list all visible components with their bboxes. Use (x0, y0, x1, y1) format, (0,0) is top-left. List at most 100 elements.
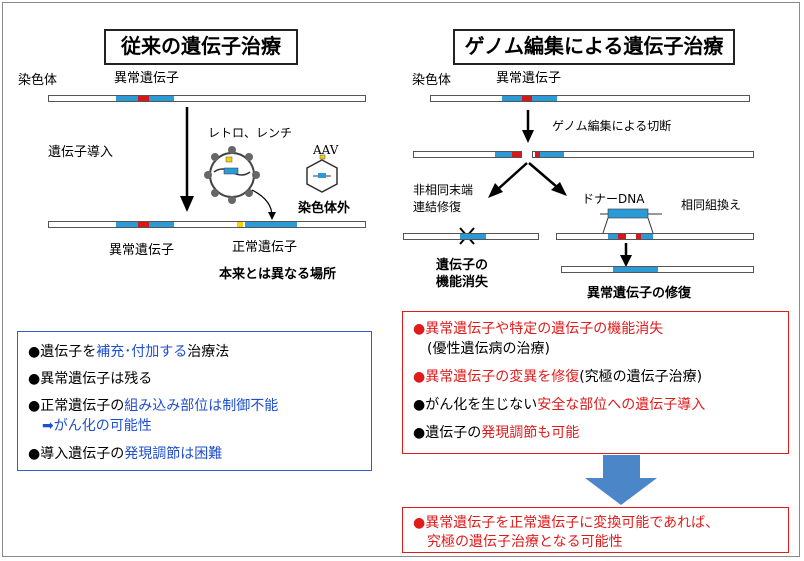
gene-segment (149, 222, 174, 227)
repaired-gene-segment (613, 267, 658, 272)
gene-segment (116, 96, 138, 101)
highlight-text: 究極の遺伝子治療となる可能性 (427, 534, 623, 550)
highlight-text: 補充･付加する (96, 344, 188, 360)
nhej-label-line2: 連結修復 (413, 200, 462, 214)
right-chromosome-cut-right (532, 151, 754, 158)
highlight-text: 修復 (551, 369, 580, 385)
mutation-segment (138, 96, 149, 101)
highlight-text: 発現調節も可能 (481, 425, 580, 441)
bullet: ● (413, 369, 426, 385)
gene-segment (608, 234, 618, 239)
right-summary-item: ●がん化を生じない安全な部位への遺伝子導入 (413, 394, 705, 414)
right-chromosome-cut-left (413, 151, 522, 158)
right-abnormal-gene-top-label: 異常遺伝子 (496, 71, 562, 86)
right-summary-item: ●異常遺伝子や特定の遺伝子の機能消失 (413, 318, 663, 338)
loss-of-function-line2: 機能消失 (436, 275, 489, 290)
different-site-label: 本来とは異なる場所 (219, 267, 337, 282)
highlight-text: 安全な部位への遺伝子導入 (537, 397, 706, 413)
right-chromosome-top (430, 95, 750, 102)
mutation-segment (618, 234, 626, 239)
gene-segment (502, 96, 522, 101)
text: (究極の遺伝子治療) (579, 369, 703, 385)
right-summary-box: ●異常遺伝子や特定の遺伝子の機能消失 (優性遺伝病の治療) ●異常遺伝子の変異を… (402, 311, 789, 454)
text: がん化を生じない (425, 397, 538, 413)
gene-segment (116, 222, 138, 227)
left-abnormal-gene-bottom-label: 異常遺伝子 (109, 243, 175, 258)
bullet: ● (28, 344, 41, 360)
bullet: ● (413, 397, 426, 413)
conclusion-line2: 究極の遺伝子治療となる可能性 (427, 531, 623, 551)
bullet: ● (28, 371, 41, 387)
text: 遺伝子を (40, 344, 97, 360)
bullet: ● (413, 321, 426, 337)
donor-dna-label: ドナーDNA (582, 192, 645, 206)
mutation-segment (535, 152, 540, 157)
text: 遺伝子の (425, 425, 482, 441)
right-summary-item: ●遺伝子の発現調節も可能 (413, 422, 579, 442)
retrovirus-icon (204, 146, 260, 204)
highlight-text: ➡がん化の可能性 (42, 418, 152, 434)
retro-lenti-label: レトロ、レンチ (208, 126, 293, 140)
aav-icon (306, 154, 338, 193)
left-title: 従来の遺伝子治療 (104, 29, 298, 65)
mutation-segment (138, 222, 149, 227)
right-summary-item: (優性遺伝病の治療) (427, 338, 550, 358)
bullet: ● (28, 446, 41, 462)
highlight-text: 異常遺伝子の変異を (425, 369, 552, 385)
loss-of-function-line1: 遺伝子の (436, 258, 489, 273)
left-chromosome-label: 染色体 (18, 73, 58, 88)
nhej-chromosome (403, 233, 539, 240)
homologous-recombination-label: 相同組換え (681, 198, 742, 212)
left-summary-item: ➡がん化の可能性 (42, 415, 152, 435)
left-chromosome-bottom (48, 221, 366, 228)
conclusion-box: ●異常遺伝子を正常遺伝子に変換可能であれば、 究極の遺伝子治療となる可能性 (402, 507, 789, 553)
left-summary-item: ●正常遺伝子の組み込み部位は制御不能 (28, 395, 278, 415)
text: 治療法 (187, 344, 230, 360)
outside-chromosome-label: 染色体外 (298, 201, 351, 216)
nhej-label-line1: 非相同末端 (413, 183, 474, 197)
normal-gene-segment (245, 222, 297, 227)
normal-gene-label: 正常遺伝子 (232, 240, 298, 255)
gene-segment (641, 234, 653, 239)
mutation-segment (636, 234, 641, 239)
text: 導入遺伝子の (40, 446, 125, 462)
gene-segment (149, 96, 174, 101)
right-title: ゲノム編集による遺伝子治療 (453, 29, 735, 65)
text: 異常遺伝子は残る (40, 371, 153, 387)
bullet: ● (413, 425, 426, 441)
gene-transfer-label: 遺伝子導入 (48, 145, 114, 160)
gene-segment (460, 234, 486, 239)
highlight-text: 異常遺伝子や特定の遺伝子の機能消失 (425, 321, 664, 337)
hr-chromosome (556, 233, 754, 240)
conclusion-line1: ●異常遺伝子を正常遺伝子に変換可能であれば、 (413, 512, 719, 532)
left-summary-item: ●導入遺伝子の発現調節は困難 (28, 443, 222, 463)
right-summary-item: ●異常遺伝子の変異を修復(究極の遺伝子治療) (413, 366, 702, 386)
highlight-text: 組み込み部位は制御不能 (124, 398, 279, 414)
repair-label: 異常遺伝子の修復 (587, 286, 692, 301)
highlight-text: 発現調節は困難 (124, 446, 223, 462)
left-chromosome-top (48, 95, 366, 102)
left-abnormal-gene-top-label: 異常遺伝子 (114, 71, 180, 86)
big-down-arrow-icon (585, 455, 657, 505)
insertion-marker (237, 222, 243, 227)
text: (優性遺伝病の治療) (427, 341, 550, 357)
gene-segment (540, 152, 564, 157)
mutation-segment (522, 96, 532, 101)
mutation-segment (512, 152, 522, 157)
left-summary-box: ●遺伝子を補充･付加する治療法 ●異常遺伝子は残る ●正常遺伝子の組み込み部位は… (17, 331, 372, 471)
right-chromosome-label: 染色体 (412, 73, 452, 88)
left-summary-item: ●遺伝子を補充･付加する治療法 (28, 341, 229, 361)
left-summary-item: ●異常遺伝子は残る (28, 368, 152, 388)
aav-label: AAV (313, 143, 339, 157)
repaired-chromosome (561, 266, 754, 273)
bullet: ● (413, 515, 426, 531)
gene-segment (532, 96, 557, 101)
donor-dna-icon (600, 208, 662, 234)
genome-edit-cut-label: ゲノム編集による切断 (552, 119, 672, 133)
gene-segment (495, 152, 512, 157)
bullet: ● (28, 398, 41, 414)
text: 正常遺伝子の (40, 398, 125, 414)
